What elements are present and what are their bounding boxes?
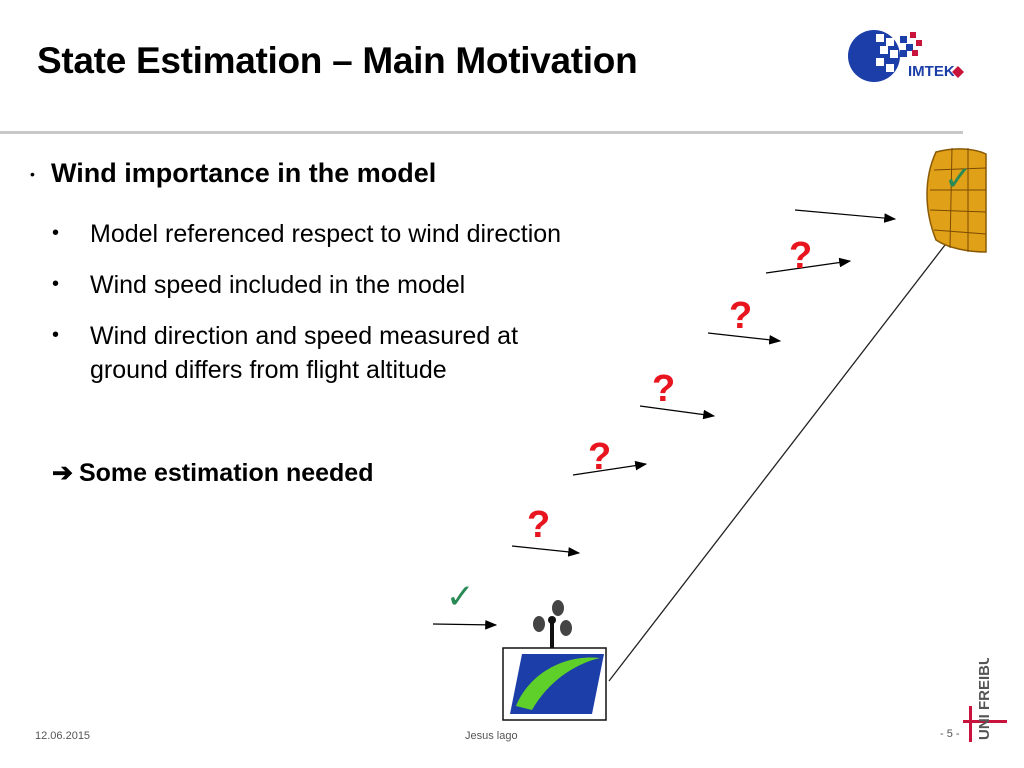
question-mark-5: ? <box>789 235 812 277</box>
question-mark-1: ? <box>527 504 550 546</box>
wind-arrow-3 <box>639 405 716 420</box>
wind-arrow-6 <box>794 209 897 223</box>
imtek-logo: IMTEK <box>846 28 968 84</box>
conclusion-text: Some estimation needed <box>78 459 374 487</box>
check-icon-kite: ✓ <box>944 159 973 199</box>
slide-title: State Estimation – Main Motivation <box>37 40 638 81</box>
kite <box>926 147 987 253</box>
check-icon-ground: ✓ <box>446 577 475 617</box>
wind-arrow-ground <box>432 620 498 630</box>
title-divider <box>0 131 963 134</box>
question-mark-4: ? <box>729 295 752 337</box>
question-mark-2: ? <box>588 436 611 478</box>
ground-station-logo <box>502 647 607 721</box>
footer-author: Jesus lago <box>465 730 518 742</box>
question-mark-3: ? <box>652 368 675 410</box>
uni-freiburg-text: UNI FREIBURG <box>976 658 993 740</box>
wind-arrow-5 <box>765 257 852 274</box>
sub-bullet-dot: • <box>52 273 60 295</box>
footer-date: 12.06.2015 <box>35 730 91 742</box>
wind-arrow-4 <box>707 332 782 345</box>
wind-arrow-1 <box>511 545 581 557</box>
sub-bullet-3-line-2: ground differs from flight altitude <box>90 356 447 384</box>
tether-line <box>608 244 946 682</box>
main-bullet: Wind importance in the model <box>51 158 437 188</box>
wind-arrow-2 <box>572 460 648 476</box>
page-number: - 5 - <box>940 728 960 740</box>
right-arrow-icon: ➔ <box>52 459 73 487</box>
bullet-dot: • <box>30 166 35 182</box>
sub-bullet-1: Model referenced respect to wind directi… <box>90 220 562 248</box>
anemometer-icon <box>533 600 572 648</box>
sub-bullet-dot: • <box>52 222 60 244</box>
sub-bullet-3-line-1: Wind direction and speed measured at <box>90 322 519 350</box>
uni-freiburg-logo: UNI FREIBURG <box>963 632 1007 742</box>
sub-bullet-dot: • <box>52 324 60 346</box>
sub-bullet-2: Wind speed included in the model <box>90 271 466 299</box>
imtek-logo-text: IMTEK <box>908 63 955 80</box>
conclusion: ➔Some estimation needed <box>52 458 373 488</box>
